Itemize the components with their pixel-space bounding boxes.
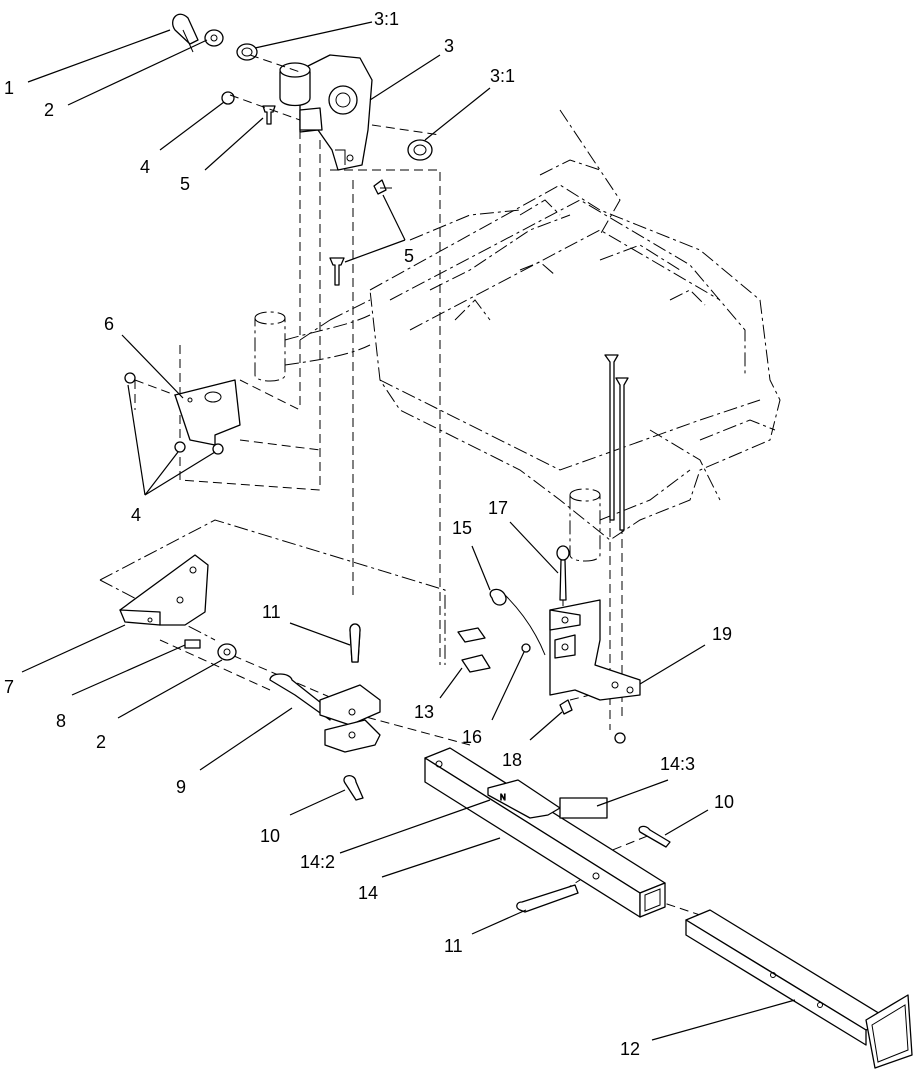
- callout-6: 6: [104, 314, 114, 334]
- callout-14: 14: [358, 883, 378, 903]
- clip-10-right: [638, 825, 671, 848]
- pads-13: [457, 627, 491, 673]
- callout-9: 9: [176, 777, 186, 797]
- callout-11-upper: 11: [262, 602, 281, 622]
- callout-1: 1: [4, 78, 14, 98]
- callout-12: 12: [620, 1039, 640, 1059]
- pin-11-lower: [516, 884, 579, 913]
- callout-3-1-top: 3:1: [374, 9, 399, 29]
- mower-frame-phantom: [254, 109, 781, 562]
- callout-3: 3: [444, 36, 454, 56]
- bracket-19: [549, 354, 641, 744]
- nut-16: [521, 643, 531, 653]
- pin-11-upper: [349, 623, 361, 663]
- callout-2-top: 2: [44, 100, 54, 120]
- leader-lines: [21, 21, 796, 1041]
- callout-17: 17: [488, 498, 508, 518]
- washer-2-top: [204, 29, 224, 47]
- callout-16: 16: [462, 727, 482, 747]
- callout-13: 13: [414, 702, 434, 722]
- alignment-lines: [134, 54, 701, 916]
- callout-3-1-right: 3:1: [490, 66, 515, 86]
- pin-17: [556, 545, 570, 601]
- pin-1: [172, 13, 199, 53]
- callout-10-right: 10: [714, 792, 734, 812]
- callout-10-left: 10: [260, 826, 280, 846]
- callout-2-bottom: 2: [96, 732, 106, 752]
- callout-4-bottom: 4: [131, 505, 141, 525]
- callout-4-top: 4: [140, 157, 150, 177]
- callout-5-left: 5: [180, 174, 190, 194]
- callout-14-3: 14:3: [660, 754, 695, 774]
- hitch-tube-14: N: [424, 747, 666, 918]
- arm-bracket-3: [279, 54, 373, 171]
- callout-5-right: 5: [404, 246, 414, 266]
- callout-15: 15: [452, 518, 472, 538]
- bracket-6: [124, 372, 241, 455]
- callout-8: 8: [56, 711, 66, 731]
- hitch-frame-phantom: [99, 519, 446, 665]
- callout-14-2: 14:2: [300, 852, 335, 872]
- svg-text:N: N: [500, 793, 506, 802]
- callout-19: 19: [712, 624, 732, 644]
- callout-7: 7: [4, 677, 14, 697]
- callout-11-lower: 11: [444, 936, 463, 956]
- cable-15: [489, 588, 546, 656]
- bushing-3-1-right: [407, 139, 433, 161]
- bushing-3-1-top: [236, 43, 258, 61]
- callout-labels: 1 2 3:1 3 3:1 4 5 5 6 4 7 8 2 9 11 10 15…: [4, 9, 734, 1059]
- bracket-7: [119, 554, 237, 661]
- tongue-12: [685, 909, 913, 1069]
- callout-18: 18: [502, 750, 522, 770]
- bolt-18: [559, 699, 573, 715]
